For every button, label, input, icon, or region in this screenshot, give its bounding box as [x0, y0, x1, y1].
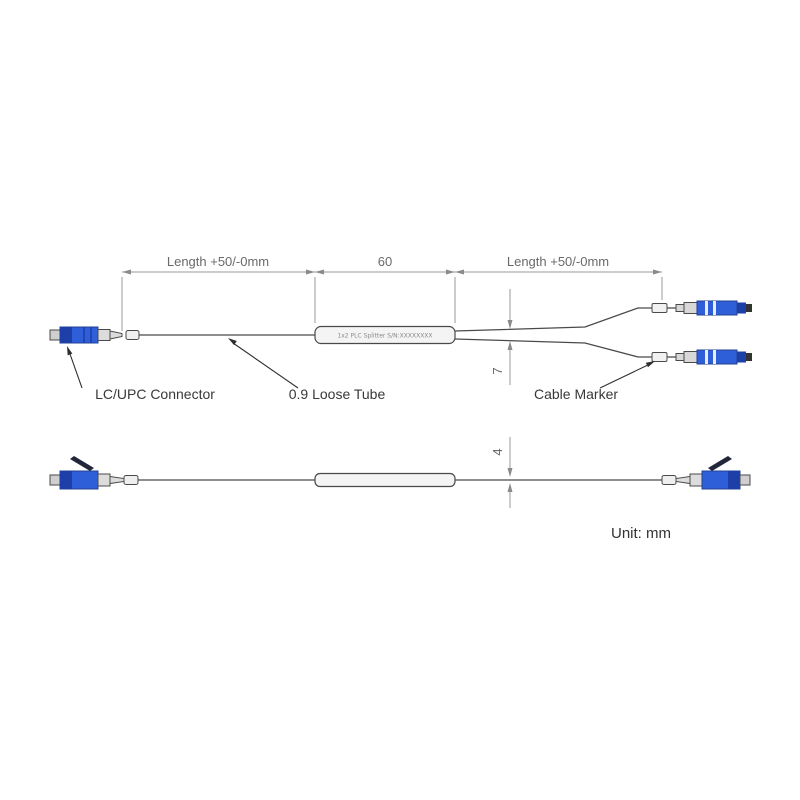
branch-gap-label: 7	[490, 367, 505, 374]
dimension-right-label: Length +50/-0mm	[507, 254, 609, 269]
latch	[708, 456, 732, 471]
dim-arrow	[653, 269, 662, 275]
latch	[70, 456, 94, 471]
dim-arrow	[306, 269, 315, 275]
dim-arrow	[446, 269, 455, 275]
dimension-center-label: 60	[378, 254, 392, 269]
dimension-left-label: Length +50/-0mm	[167, 254, 269, 269]
tube-height-dimension: 4	[490, 437, 513, 508]
leader-arrow	[228, 338, 237, 346]
top-dimensions: Length +50/-0mm 60 Length +50/-0mm	[121, 254, 663, 331]
splitter-body-side-view	[314, 472, 456, 488]
left-connector-top-view	[49, 326, 140, 344]
callouts: LC/UPC Connector 0.9 Loose Tube Cable Ma…	[67, 338, 655, 402]
leader-arrow	[67, 346, 73, 356]
right-connector-side-view	[661, 456, 751, 490]
dim-arrow	[122, 269, 131, 275]
unit-note: Unit: mm	[611, 525, 671, 542]
output-fiber-bottom	[454, 338, 652, 358]
bottom-assembly	[49, 456, 751, 490]
branch-gap-dimension: 7	[490, 289, 513, 385]
leader-arrow	[645, 361, 655, 368]
splitter-body-label: 1x2 PLC Splitter S/N:XXXXXXXX	[337, 333, 432, 340]
loose-tube-callout-label: 0.9 Loose Tube	[289, 386, 386, 402]
output-fiber-top	[454, 307, 652, 332]
top-assembly: 1x2 PLC Splitter S/N:XXXXXXXX	[49, 300, 752, 365]
connector-callout-label: LC/UPC Connector	[95, 386, 215, 402]
right-connector-top-branch	[651, 300, 752, 316]
dim-arrow	[455, 269, 464, 275]
right-connector-bottom-branch	[651, 349, 752, 365]
left-connector-side-view	[49, 456, 139, 490]
tube-height-label: 4	[490, 448, 505, 455]
cable-marker-callout-label: Cable Marker	[534, 386, 618, 402]
splitter-body: 1x2 PLC Splitter S/N:XXXXXXXX	[314, 325, 456, 345]
dim-arrow	[315, 269, 324, 275]
